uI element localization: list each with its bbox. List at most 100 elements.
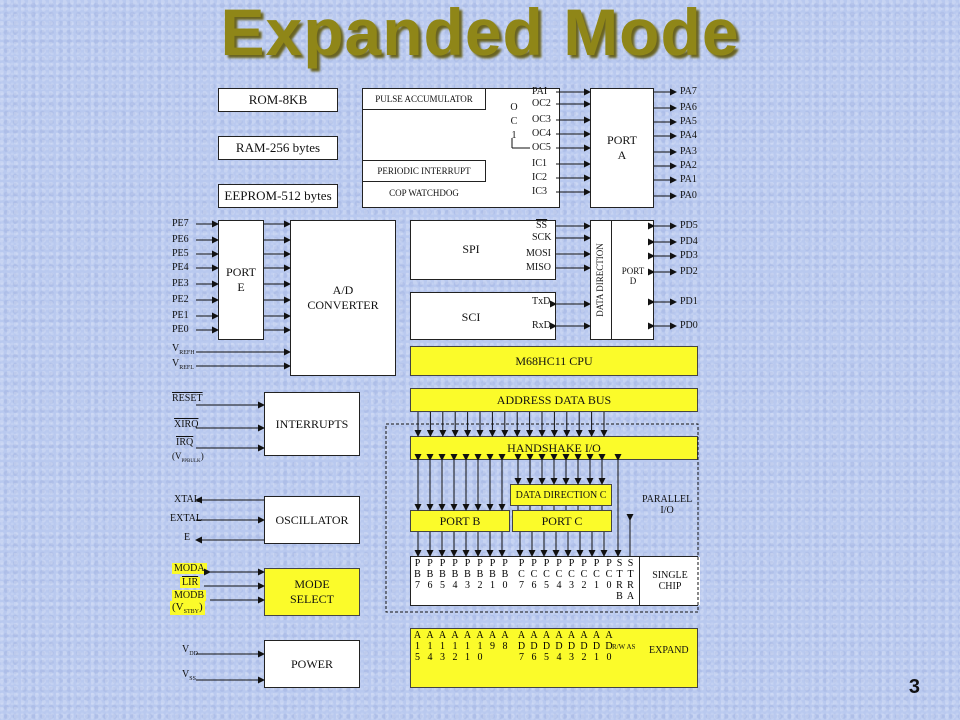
timer-pin-oc2: OC2: [532, 98, 551, 109]
vrefh-label: VREFH: [172, 343, 195, 356]
port-e-pin-pe2: PE2: [172, 294, 189, 305]
port-d-box: DATA DIRECTION PORT D: [590, 220, 654, 340]
spi-pin-ss: SS: [536, 220, 548, 231]
rw-as-label: R/W AS: [612, 643, 636, 651]
port-d-pin-pd0: PD0: [680, 320, 698, 331]
port-d-pin-pd3: PD3: [680, 250, 698, 261]
timer-pin-oc4: OC4: [532, 128, 551, 139]
periodic-interrupt: PERIODIC INTERRUPT: [362, 160, 486, 182]
spi-box: SPI: [410, 220, 556, 280]
ad-converter: A/D CONVERTER: [290, 220, 396, 376]
power-box: POWER: [264, 640, 360, 688]
port-a-pin-pa6: PA6: [680, 102, 697, 113]
timer-pin-ic2: IC2: [532, 172, 547, 183]
handshake-io: HANDSHAKE I/O: [410, 436, 698, 460]
port-e-pin-pe6: PE6: [172, 234, 189, 245]
oscillator-box: OSCILLATOR: [264, 496, 360, 544]
port-a-pin-pa7: PA7: [680, 86, 697, 97]
pulse-accumulator: PULSE ACCUMULATOR: [362, 88, 486, 110]
port-c-box: PORT C: [512, 510, 612, 532]
port-e-box: PORT E: [218, 220, 264, 340]
mode-select-box: MODE SELECT: [264, 568, 360, 616]
reset-pin: RESET: [172, 393, 203, 404]
timer-pin-oc5: OC5: [532, 142, 551, 153]
timer-pin-ic3: IC3: [532, 186, 547, 197]
port-d-pin-pd1: PD1: [680, 296, 698, 307]
page-title: Expanded Mode: [220, 0, 740, 69]
extal-pin: EXTAL: [170, 513, 202, 524]
parallel-io-label: PARALLEL I/O: [642, 494, 693, 516]
timer-pin-oc3: OC3: [532, 114, 551, 125]
port-d-pin-pd5: PD5: [680, 220, 698, 231]
port-e-pin-pe1: PE1: [172, 310, 189, 321]
sci-box: SCI: [410, 292, 556, 340]
xtal-pin: XTAL: [174, 494, 200, 505]
vss-pin: VSS: [182, 669, 196, 682]
port-a-pin-pa1: PA1: [680, 174, 697, 185]
port-a-box: PORT A: [590, 88, 654, 208]
port-a-pin-pa2: PA2: [680, 160, 697, 171]
cpu-box: M68HC11 CPU: [410, 346, 698, 376]
port-a-pin-pa4: PA4: [680, 130, 697, 141]
port-e-pin-pe7: PE7: [172, 218, 189, 229]
sci-pin-txd: TxD: [532, 296, 551, 307]
port-a-pin-pa5: PA5: [680, 116, 697, 127]
expand-box: EXPAND R/W AS: [410, 628, 698, 688]
timer-pin-pai: PAI: [532, 86, 548, 97]
data-direction-d: DATA DIRECTION: [589, 221, 612, 339]
e-pin: E: [184, 532, 191, 543]
port-e-pin-pe3: PE3: [172, 278, 189, 289]
port-a-pin-pa0: PA0: [680, 190, 697, 201]
vstby-label: (VSTBY): [170, 601, 205, 616]
interrupts-box: INTERRUPTS: [264, 392, 360, 456]
timer-pin-ic1: IC1: [532, 158, 547, 169]
port-d-pin-pd4: PD4: [680, 236, 698, 247]
port-b-box: PORT B: [410, 510, 510, 532]
spi-pin-mosi: MOSI: [526, 248, 552, 259]
port-e-pin-pe5: PE5: [172, 248, 189, 259]
timer-block: PULSE ACCUMULATOR PERIODIC INTERRUPT COP…: [362, 88, 560, 208]
port-e-pin-pe4: PE4: [172, 262, 189, 273]
spi-pin-miso: MISO: [526, 262, 552, 273]
vdd-pin: VDD: [182, 644, 198, 657]
address-data-bus: ADDRESS DATA BUS: [410, 388, 698, 412]
data-direction-c: DATA DIRECTION C: [510, 484, 612, 506]
rom-box: ROM-8KB: [218, 88, 338, 112]
spi-pin-sck: SCK: [532, 232, 552, 243]
xirq-pin: XIRQ: [174, 419, 199, 430]
page-number: 3: [908, 676, 920, 698]
port-a-pin-pa3: PA3: [680, 146, 697, 157]
modb-pin: MODB: [172, 590, 207, 601]
